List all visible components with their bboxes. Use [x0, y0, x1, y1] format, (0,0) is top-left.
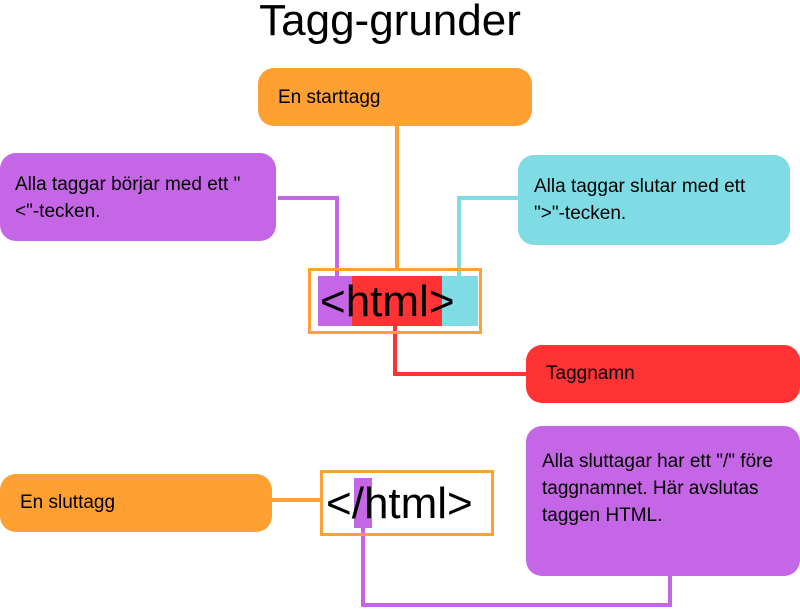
start-tag-frame — [308, 268, 482, 334]
end-tag-frame — [320, 470, 494, 536]
end-lt-char: < — [326, 479, 352, 528]
tag-name-highlight — [352, 276, 442, 326]
slash-connector — [361, 528, 672, 607]
start-tag-code: <html> — [320, 280, 455, 324]
gt-highlight — [442, 276, 478, 326]
lt-char: < — [320, 277, 346, 326]
start-tag-label: En starttagg — [258, 68, 532, 126]
diagram-title: Tagg-grunder — [259, 0, 521, 45]
end-tag-label-text: En sluttagg — [20, 492, 116, 513]
closes-label-text: Alla taggar slutar med ett ">"-tecken. — [534, 176, 746, 224]
lt-highlight — [318, 276, 352, 326]
slash-label: Alla sluttagar har ett "/" före taggnamn… — [526, 426, 800, 576]
opens-label-text: Alla taggar börjar med ett "<"-tecken. — [15, 174, 241, 222]
slash-highlight — [354, 478, 372, 528]
tag-name-connector — [393, 326, 528, 376]
tag-name-label: Taggnamn — [526, 345, 800, 403]
end-tag-name-text: html> — [363, 479, 473, 528]
closes-connector — [457, 196, 518, 280]
slash-label-text: Alla sluttagar har ett "/" före taggnamn… — [542, 451, 774, 526]
slash-char: / — [351, 479, 364, 528]
tag-name-text: html — [345, 277, 429, 326]
gt-char: > — [428, 277, 455, 326]
closes-label: Alla taggar slutar med ett ">"-tecken. — [518, 155, 790, 245]
opens-connector — [278, 196, 339, 280]
tag-name-label-text: Taggnamn — [546, 363, 635, 384]
end-tag-code: </html> — [326, 482, 473, 526]
start-tag-label-text: En starttagg — [278, 87, 381, 108]
end-tag-label: En sluttagg — [0, 474, 272, 532]
opens-label: Alla taggar börjar med ett "<"-tecken. — [0, 153, 276, 241]
